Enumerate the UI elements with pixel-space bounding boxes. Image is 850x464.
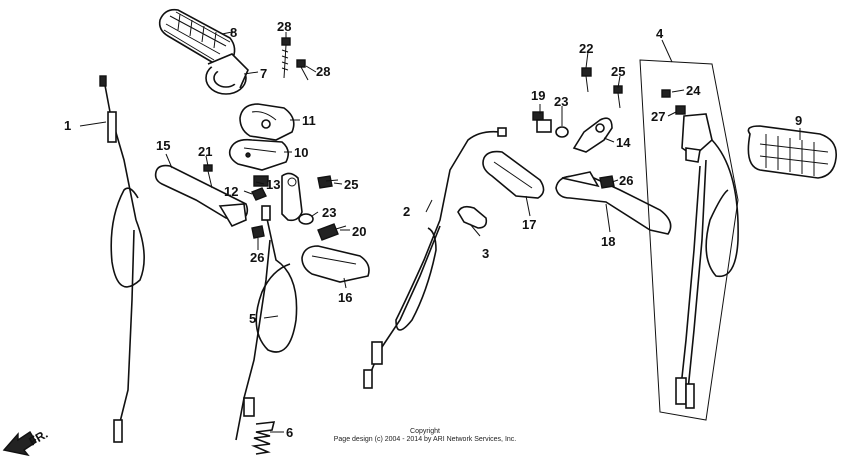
callout-18: 18 [601,234,615,249]
screw-28-b [296,59,309,81]
throttle-cable [235,205,298,441]
callout-17: 17 [522,217,536,232]
copyright-notice: Copyright Page design (c) 2004 - 2014 by… [334,428,517,443]
callout-22: 22 [579,41,593,56]
callout-6: 6 [286,425,293,440]
screw-28-a [281,37,291,79]
nut-27 [675,105,686,115]
cable-holder [281,172,303,222]
callout-28-b: 28 [316,64,330,79]
callout-23-mid: 23 [322,205,336,220]
lever-cover-17 [482,150,545,199]
callout-21: 21 [198,144,212,159]
callout-12: 12 [224,184,238,199]
throttle-grip [158,8,236,69]
callout-16: 16 [338,290,352,305]
bolt-22 [581,67,592,93]
callout-15: 15 [156,138,170,153]
bolt-12 [251,187,267,201]
callout-7: 7 [260,66,267,81]
callout-26-left: 26 [250,250,264,265]
switch-assembly-4 [639,59,739,421]
copyright-line-2: Page design (c) 2004 - 2014 by ARI Netwo… [334,436,517,443]
bolt-20 [317,223,347,241]
screw-25-left [317,175,339,189]
copyright-line-1: Copyright [410,428,440,435]
callout-27: 27 [651,109,665,124]
bracket-14 [572,117,613,153]
callout-23-right: 23 [554,94,568,109]
screw-25-right [613,85,623,109]
callout-11: 11 [302,113,316,128]
clutch-cable [99,75,145,443]
callout-2: 2 [403,204,410,219]
adjuster-13 [253,175,269,187]
brake-cable [363,127,507,389]
callout-5: 5 [249,311,256,326]
callout-3: 3 [482,246,489,261]
callout-26-right: 26 [619,173,633,188]
callout-28-a: 28 [277,19,291,34]
callout-9: 9 [795,113,802,128]
front-direction-indicator: FR. [2,427,50,457]
adjuster-19 [532,111,552,133]
adjuster-3 [457,205,488,229]
brake-lever [555,171,672,235]
clutch-lever [154,164,249,228]
callout-25-left: 25 [344,177,358,192]
throttle-housing-lower [228,138,290,171]
throttle-housing-upper [239,103,295,141]
callout-14: 14 [616,135,631,150]
callout-25-right: 25 [611,64,625,79]
callout-10: 10 [294,145,308,160]
washer-23-mid [298,213,314,225]
nut-26-right [599,175,615,189]
callout-24: 24 [686,83,701,98]
callout-13: 13 [266,177,280,192]
throttle-tube [205,53,249,95]
right-grip [747,125,837,179]
lever-cover-16 [301,245,370,283]
bolt-24 [661,89,671,98]
callout-4: 4 [656,26,664,41]
callout-1: 1 [64,118,71,133]
washer-23-right [555,126,569,138]
callout-8: 8 [230,25,237,40]
callout-19: 19 [531,88,545,103]
leader-lines [79,31,801,433]
callout-20: 20 [352,224,366,239]
spring-6 [250,421,276,455]
callouts: 1 2 3 4 5 6 7 8 9 10 11 12 13 14 15 16 1… [64,19,802,440]
front-arrow-icon [2,431,37,457]
nut-26-left [251,225,265,239]
